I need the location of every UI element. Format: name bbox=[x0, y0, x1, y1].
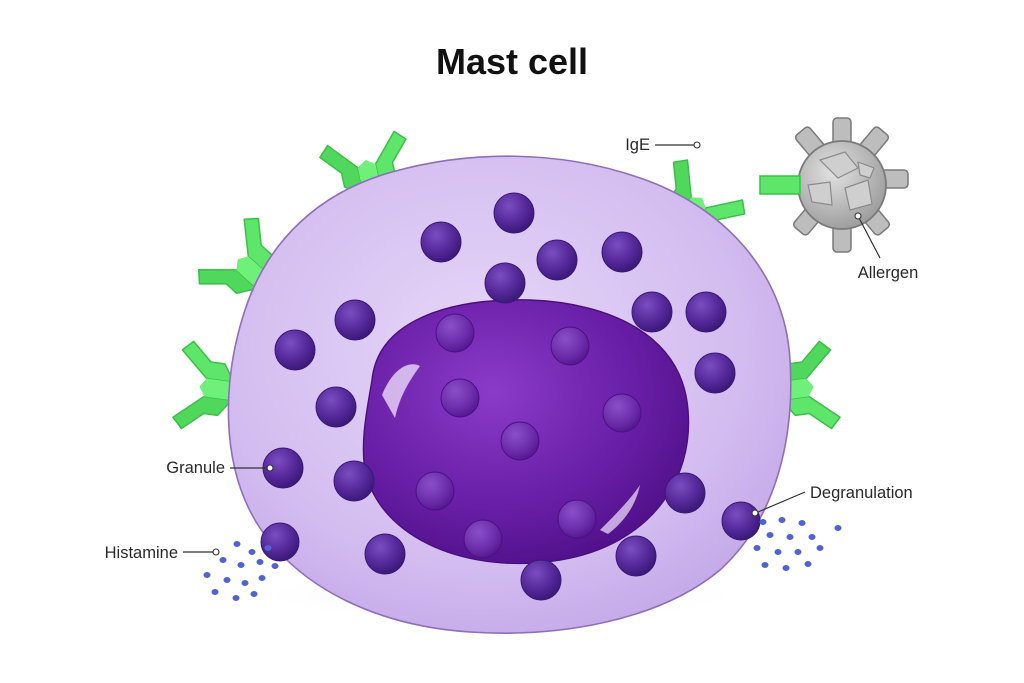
granule-releasing-left bbox=[260, 522, 300, 562]
granule bbox=[557, 499, 597, 539]
granule bbox=[493, 192, 535, 234]
histamine-label: Histamine bbox=[105, 544, 178, 562]
granule bbox=[500, 421, 540, 461]
granule bbox=[601, 231, 643, 273]
nucleus-highlight bbox=[382, 364, 420, 418]
label-histamine: Histamine bbox=[105, 544, 220, 562]
granule bbox=[315, 386, 357, 428]
granule bbox=[631, 291, 673, 333]
granule bbox=[334, 299, 376, 341]
ige-label: IgE bbox=[625, 136, 650, 154]
granule bbox=[615, 535, 657, 577]
label-granule: Granule bbox=[166, 459, 274, 477]
allergen-label: Allergen bbox=[858, 264, 919, 282]
degranulating-granules bbox=[260, 501, 761, 562]
granule bbox=[415, 471, 455, 511]
label-ige: IgE bbox=[625, 136, 701, 154]
granule bbox=[536, 239, 578, 281]
label-allergen: Allergen bbox=[854, 212, 919, 282]
granule bbox=[440, 378, 480, 418]
granules-nucleus bbox=[415, 313, 642, 559]
granule bbox=[664, 472, 706, 514]
granule bbox=[520, 559, 562, 601]
granule bbox=[364, 533, 406, 575]
granule bbox=[602, 393, 642, 433]
histamine-release-left bbox=[203, 541, 279, 601]
page-title: Mast cell bbox=[436, 41, 588, 82]
granule bbox=[685, 291, 727, 333]
granule bbox=[333, 460, 375, 502]
granule bbox=[435, 313, 475, 353]
allergen-molecule bbox=[759, 117, 909, 253]
granule bbox=[484, 262, 526, 304]
granule-label: Granule bbox=[166, 459, 225, 477]
granule bbox=[274, 329, 316, 371]
nucleus-highlight-2 bbox=[600, 485, 640, 534]
histamine-release-right bbox=[753, 517, 842, 571]
label-degranulation: Degranulation bbox=[751, 484, 913, 517]
granules-cytoplasm bbox=[262, 192, 736, 601]
granule bbox=[420, 221, 462, 263]
granule-releasing-right bbox=[721, 501, 761, 541]
granule bbox=[463, 519, 503, 559]
degranulation-label: Degranulation bbox=[810, 484, 913, 502]
granule bbox=[694, 352, 736, 394]
granule bbox=[550, 326, 590, 366]
